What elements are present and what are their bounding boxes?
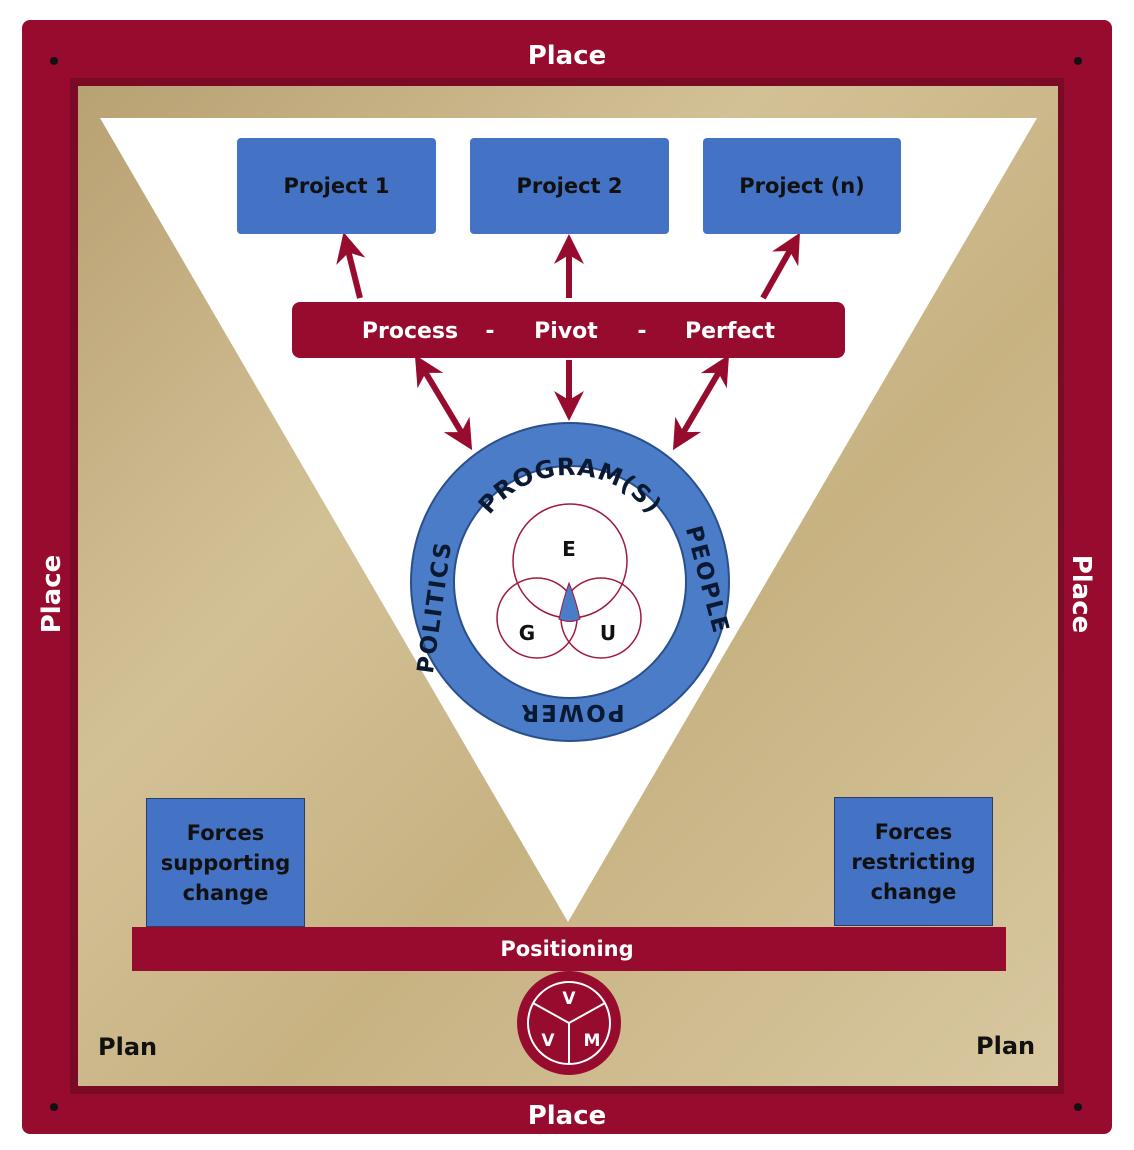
corner-dot — [50, 1103, 58, 1111]
forces-restricting-line: restricting — [851, 849, 976, 874]
frame-label-left: Place — [37, 555, 67, 634]
positioning-bar — [132, 927, 1006, 971]
forces-supporting-line: change — [182, 880, 269, 905]
vvm-divider — [532, 1002, 570, 1024]
corner-dot — [1074, 57, 1082, 65]
process-bar — [292, 302, 845, 358]
project-label: Project 1 — [283, 174, 390, 198]
project-label: Project 2 — [516, 174, 623, 198]
ring-label-bottom: POWER — [519, 699, 624, 725]
forces-supporting-box: Forces supporting change — [146, 798, 305, 927]
vvm-label-right: M — [584, 1031, 601, 1051]
project-box-1: Project 1 — [237, 138, 436, 234]
corner-dot — [1074, 1103, 1082, 1111]
forces-restricting-line: Forces — [874, 819, 953, 844]
arrow-left-double — [414, 354, 473, 451]
arrow-to-project-1 — [336, 232, 366, 299]
process-separator: - — [485, 319, 494, 344]
vvm-divider — [568, 1002, 606, 1024]
process-separator: - — [637, 319, 646, 344]
corner-dot — [50, 57, 58, 65]
frame-label-top: Place — [528, 41, 607, 71]
positioning-label: Positioning — [500, 937, 633, 961]
venn-label-u: U — [600, 621, 616, 645]
ring-inner — [453, 465, 687, 699]
project-box-2: Project 2 — [470, 138, 669, 234]
plan-label-left: Plan — [98, 1033, 158, 1061]
arrow-to-project-n — [760, 232, 800, 300]
forces-restricting-box: Forces restricting change — [834, 797, 993, 926]
frame-label-bottom: Place — [528, 1101, 607, 1131]
perfect-label: Perfect — [685, 319, 775, 344]
forces-restricting-line: change — [870, 879, 957, 904]
pivot-label: Pivot — [534, 319, 598, 344]
plan-label-right: Plan — [976, 1032, 1036, 1060]
venn-intersection — [558, 581, 581, 622]
vvm-label-top: V — [562, 989, 576, 1009]
arrow-right-double — [672, 354, 730, 451]
forces-supporting-line: Forces — [186, 820, 265, 845]
process-label: Process — [362, 319, 458, 344]
project-label: Project (n) — [739, 174, 865, 198]
venn-label-g: G — [519, 621, 535, 645]
vvm-label-left: V — [541, 1031, 555, 1051]
forces-supporting-line: supporting — [160, 850, 291, 875]
frame-label-right: Place — [1066, 555, 1096, 634]
project-box-n: Project (n) — [703, 138, 901, 234]
venn-label-e: E — [562, 537, 576, 561]
